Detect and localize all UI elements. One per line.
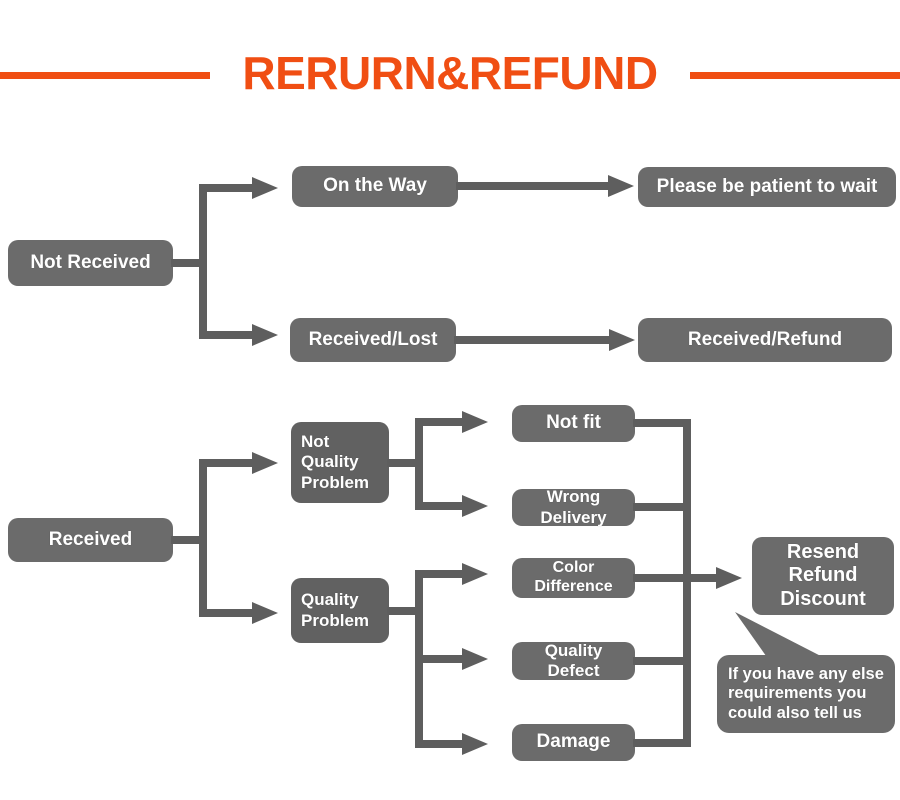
connector-merge-to-resolution: [683, 574, 719, 582]
note-bubble-line-1: If you have any else: [728, 664, 884, 683]
connector-not-fit-merge: [633, 419, 691, 427]
node-received[interactable]: Received: [8, 518, 173, 562]
connector-to-not-quality-problem: [199, 459, 255, 467]
connector-nqp-bus: [415, 418, 423, 510]
arrowhead-to-received-lost: [252, 324, 278, 346]
connector-resolution-merge-bus: [683, 419, 691, 747]
header-rule-left-icon: [0, 72, 210, 79]
arrowhead-to-quality-defect: [462, 648, 488, 670]
connector-quality-defect-merge: [633, 657, 691, 665]
connector-qp-stub: [387, 607, 419, 615]
connector-nqp-to-not-fit: [415, 418, 465, 426]
node-quality-problem[interactable]: Quality Problem: [291, 578, 389, 643]
node-not-quality-problem-line-3: Problem: [301, 472, 370, 492]
arrowhead-to-quality-problem: [252, 602, 278, 624]
connector-not-received-bus: [199, 184, 207, 339]
arrowhead-to-not-quality-problem: [252, 452, 278, 474]
connector-received-stub: [171, 536, 203, 544]
connector-qp-to-quality-defect: [415, 655, 465, 663]
node-quality-defect[interactable]: Quality Defect: [512, 641, 635, 680]
node-resolution-line-2: Refund: [788, 564, 858, 587]
arrowhead-received-lost-outcome: [609, 329, 635, 351]
node-not-quality-problem-line-2: Quality: [301, 452, 359, 472]
node-not-quality-problem-line-1: Not: [301, 432, 330, 452]
connector-to-on-the-way: [199, 184, 255, 192]
node-please-be-patient-to-wait[interactable]: Please be patient to wait: [638, 167, 896, 207]
header-rule-right-icon: [690, 72, 900, 79]
node-wrong-delivery[interactable]: Wrong Delivery: [512, 487, 635, 527]
arrowhead-to-color-difference: [462, 563, 488, 585]
connector-qp-to-color-difference: [415, 570, 465, 578]
node-on-the-way[interactable]: On the Way: [292, 166, 458, 207]
connector-nqp-stub: [387, 459, 419, 467]
arrowhead-to-on-the-way: [252, 177, 278, 199]
arrowhead-to-not-fit: [462, 411, 488, 433]
note-bubble-line-3: could also tell us: [728, 703, 862, 722]
page-header: RERURN&REFUND: [0, 0, 900, 120]
arrowhead-to-damage: [462, 733, 488, 755]
arrowhead-to-resolution: [716, 567, 742, 589]
arrowhead-on-the-way-outcome: [608, 175, 634, 197]
node-not-quality-problem[interactable]: Not Quality Problem: [291, 422, 389, 503]
node-resolution-line-3: Discount: [780, 587, 866, 610]
connector-wrong-delivery-merge: [633, 503, 691, 511]
connector-qp-to-damage: [415, 740, 465, 748]
node-received-refund[interactable]: Received/Refund: [638, 318, 892, 362]
connector-on-the-way-to-outcome: [456, 182, 611, 190]
node-quality-problem-line-2: Problem: [301, 610, 370, 630]
connector-to-quality-problem: [199, 609, 255, 617]
note-bubble: If you have any else requirements you co…: [717, 655, 895, 733]
connector-received-bus: [199, 459, 207, 617]
connector-nqp-to-wrong-delivery: [415, 502, 465, 510]
node-not-fit[interactable]: Not fit: [512, 405, 635, 442]
node-quality-problem-line-1: Quality: [301, 590, 359, 610]
note-bubble-line-2: requirements you: [728, 684, 867, 703]
page-title: RERURN&REFUND: [242, 47, 658, 99]
node-resolution-line-1: Resend: [786, 540, 860, 563]
connector-not-received-stub: [171, 259, 203, 267]
node-not-received[interactable]: Not Received: [8, 240, 173, 286]
connector-damage-merge: [633, 739, 691, 747]
node-resolution[interactable]: Resend Refund Discount: [752, 537, 894, 615]
connector-received-lost-to-outcome: [454, 336, 612, 344]
connector-to-received-lost: [199, 331, 255, 339]
node-received-lost[interactable]: Received/Lost: [290, 318, 456, 362]
connector-color-difference-merge: [633, 574, 691, 582]
node-damage[interactable]: Damage: [512, 724, 635, 761]
arrowhead-to-wrong-delivery: [462, 495, 488, 517]
node-color-difference[interactable]: Color Difference: [512, 558, 635, 598]
